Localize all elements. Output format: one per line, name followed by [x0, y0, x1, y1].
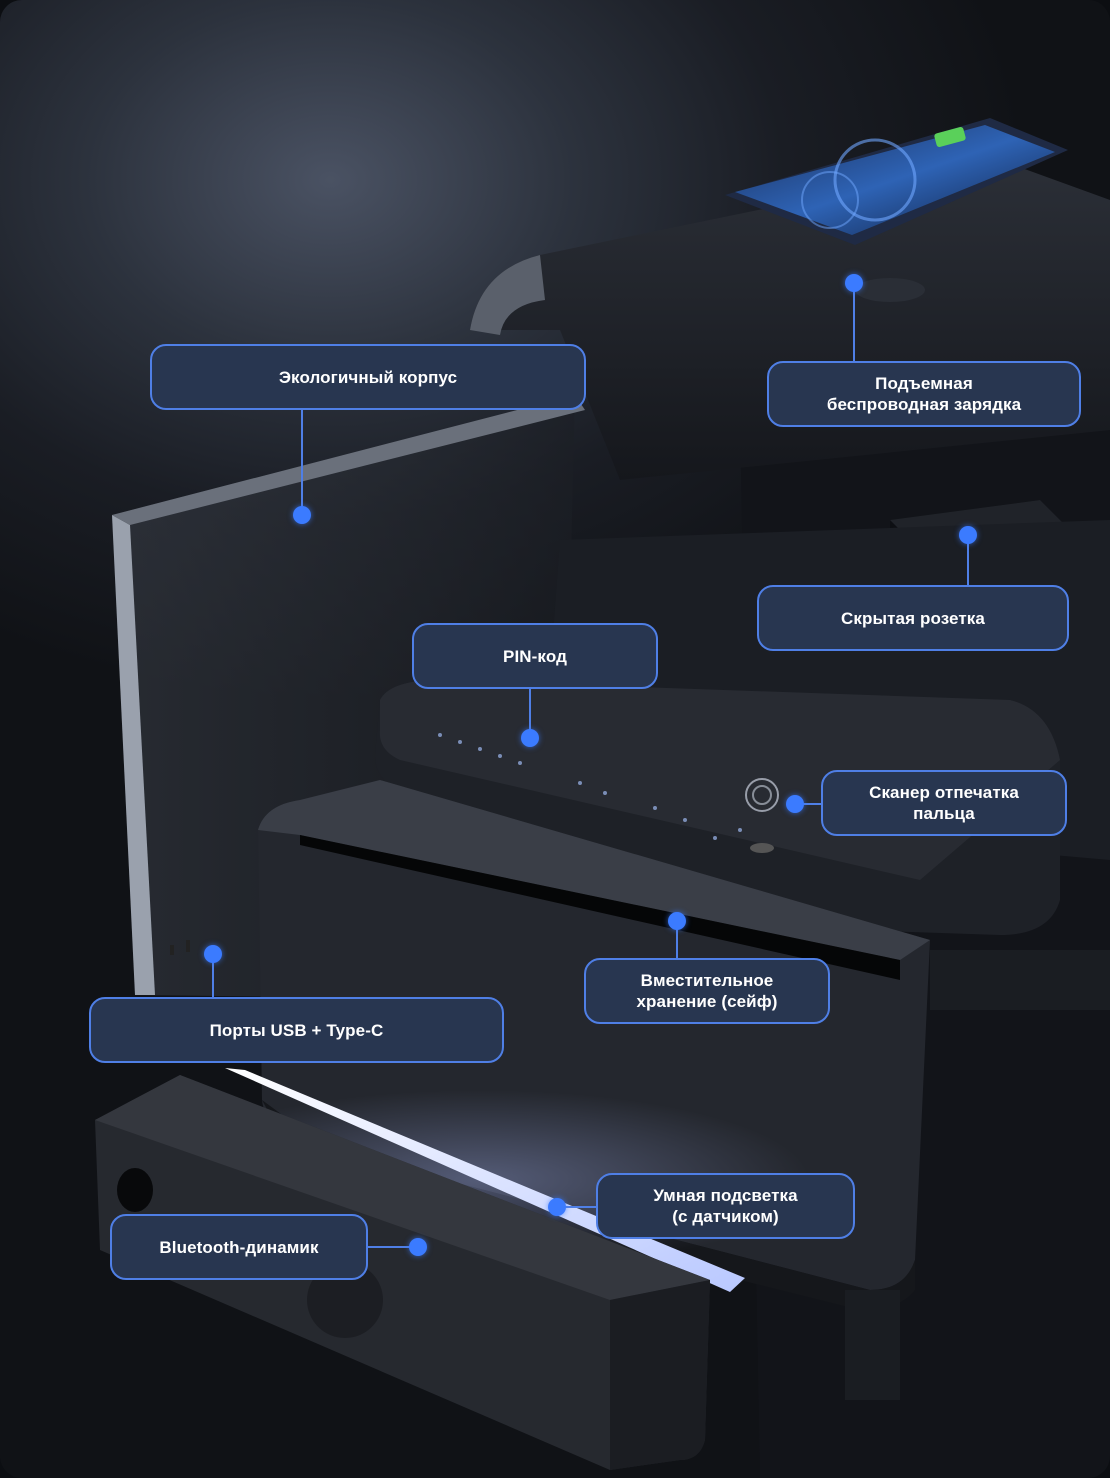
- callout-storage-safe: Вместительное хранение (сейф): [584, 958, 830, 1024]
- callout-bluetooth-speaker: Bluetooth-динамик: [110, 1214, 368, 1280]
- marker-fingerprint: [786, 795, 804, 813]
- marker-storage: [668, 912, 686, 930]
- marker-eco-body: [293, 506, 311, 524]
- callout-fingerprint-scanner: Сканер отпечатка пальца: [821, 770, 1067, 836]
- connector-usb: [212, 954, 214, 1000]
- callout-eco-body: Экологичный корпус: [150, 344, 586, 410]
- connector-smart-light: [557, 1206, 599, 1208]
- charging-puck: [855, 278, 925, 302]
- marker-pin-code: [521, 729, 539, 747]
- callout-wireless-charging: Подъемная беспроводная зарядка: [767, 361, 1081, 427]
- speaker-illustration: [95, 1075, 710, 1470]
- connector-bluetooth: [366, 1246, 418, 1248]
- connector-storage: [676, 921, 678, 961]
- top-shelf-edge: [470, 255, 545, 335]
- connector-eco-body: [301, 408, 303, 516]
- connector-wireless-charging: [853, 283, 855, 363]
- callout-smart-light: Умная подсветка (с датчиком): [596, 1173, 855, 1239]
- callout-usb-ports: Порты USB + Type-C: [89, 997, 504, 1063]
- marker-bluetooth: [409, 1238, 427, 1256]
- marker-wireless-charging: [845, 274, 863, 292]
- marker-smart-light: [548, 1198, 566, 1216]
- connector-hidden-socket: [967, 535, 969, 587]
- marker-usb: [204, 945, 222, 963]
- phone-illustration: [725, 118, 1068, 245]
- connector-fingerprint: [795, 803, 823, 805]
- marker-hidden-socket: [959, 526, 977, 544]
- callout-pin-code: PIN-код: [412, 623, 658, 689]
- connector-pin-code: [529, 688, 531, 738]
- callout-hidden-socket: Скрытая розетка: [757, 585, 1069, 651]
